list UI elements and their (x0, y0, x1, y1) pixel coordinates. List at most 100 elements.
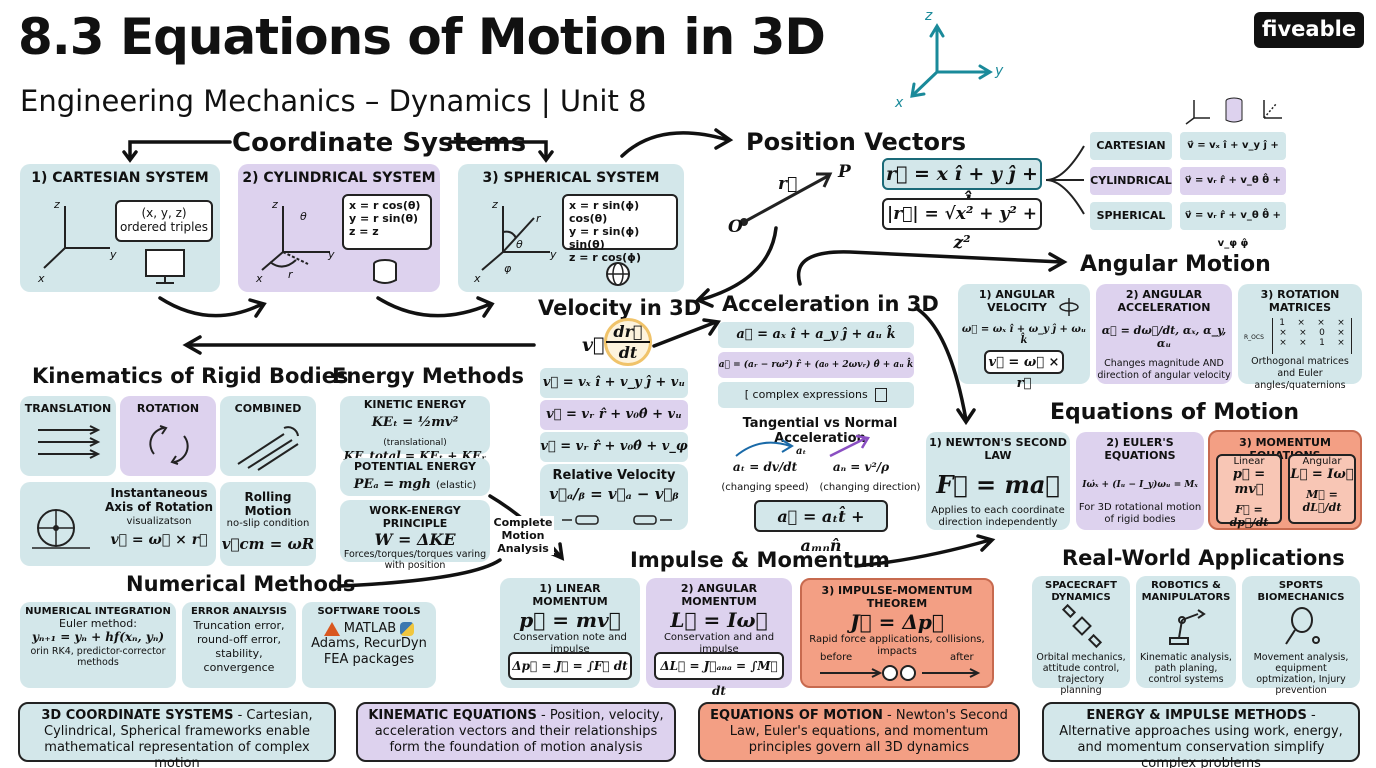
instant-axis-eq: v⃗ = ω⃗ × r⃗ (110, 532, 208, 548)
newton-note: Applies to each coordinate direction ind… (931, 505, 1065, 528)
eom-heading: Equations of Motion (1050, 400, 1300, 425)
newton-title: 1) NEWTON'S SECOND LAW (929, 436, 1067, 462)
spherical-axes-icon (481, 206, 550, 271)
matrix-row: ××0× (1279, 328, 1345, 338)
rotation-matrix-title: 3) ROTATION MATRICES (1260, 288, 1340, 314)
row-label-cylindrical: CYLINDRICAL (1090, 167, 1172, 195)
cyl-ax-theta: θ (300, 210, 307, 223)
instant-axis-card: Instantaneous Axis of Rotation visualiza… (20, 482, 216, 566)
ke1-line: KEₜ = ½mv² (translational) (371, 415, 459, 448)
document-icon (875, 388, 888, 402)
instant-axis-sub: visualizatson (126, 516, 192, 527)
at-eq: aₜ = dv/dt (732, 460, 798, 474)
sph-ax-y: y (550, 248, 557, 261)
impulse-heading: Impulse & Momentum (630, 548, 890, 572)
euler-title: 2) EULER'S EQUATIONS (1104, 436, 1176, 462)
mini-cylinder-icon (1225, 97, 1243, 123)
accel-eq-1: a⃗ = aₓ î + a_y ĵ + aᵤ k̂ (718, 322, 914, 348)
instant-axis-title: Instantaneous Axis of Rotation (104, 486, 214, 514)
position-heading: Position Vectors (746, 128, 967, 156)
velocity-eq-3: v⃗ = vᵣ r̂ + v₀θ̂ + v_φ φ̂ (540, 432, 688, 484)
cylindrical-eqs: x = r cos(θ) y = r sin(θ) z = z (342, 194, 432, 250)
page-subtitle: Engineering Mechanics – Dynamics | Unit … (20, 84, 647, 118)
axis-label-x: x (895, 95, 904, 111)
cyl-ax-x: x (256, 272, 263, 285)
at-vec-label: aₜ (796, 446, 807, 457)
cartesian-note: (x, y, z) ordered triples (115, 200, 213, 242)
row-label-spherical: SPHERICAL (1090, 202, 1172, 230)
position-point: P (838, 162, 851, 182)
rotation-matrix-note: Orthogonal matrices and Euler angles/qua… (1251, 356, 1349, 391)
rotation-matrix-card: 3) ROTATION MATRICES R_OCS 1××× ××0× ××1… (1238, 284, 1362, 391)
app-sports: SPORTS BIOMECHANICS Movement analysis, e… (1242, 576, 1360, 696)
angular-accel-title: 2) ANGULAR ACCELERATION (1117, 288, 1211, 314)
rotation-card: ROTATION (120, 396, 216, 476)
angular-heading: Angular Motion (1080, 252, 1271, 277)
cartesian-title: 1) CARTESIAN SYSTEM (31, 170, 209, 186)
cylindrical-card: 2) CYLINDRICAL SYSTEM x = r cos(θ) y = r… (238, 164, 440, 292)
app-spacecraft: SPACECRAFT DYNAMICS Orbital mechanics, a… (1032, 576, 1130, 696)
work-energy-card: WORK-ENERGY PRINCIPLE W = ΔKE Forces/tor… (340, 500, 490, 571)
angular-accel-card: 2) ANGULAR ACCELERATION α⃗ = dω⃗/dt, αₓ,… (1096, 284, 1232, 384)
momentum-eq-card: 3) MOMENTUM EQUATIONS Linear p⃗ = mv⃗ F⃗… (1208, 430, 1362, 530)
software-tools-card: SOFTWARE TOOLS MATLAB Adams, RecurDyn FE… (302, 602, 436, 688)
cylinder-icon (373, 259, 397, 284)
combined-motion-icon (237, 426, 299, 471)
momentum-linear-box: Linear p⃗ = mv⃗ F⃗ = dp⃗/dt (1216, 454, 1282, 529)
momentum-angular-box: Angular L⃗ = Iω⃗ M⃗ = dL⃗/dt (1288, 454, 1356, 524)
accel-heading: Acceleration in 3D (722, 292, 939, 316)
error-analysis-card: ERROR ANALYSIS Truncation error, round-o… (182, 602, 296, 688)
rotation-matrix: 1××× ××0× ××1× (1272, 318, 1352, 354)
footer-card-eom: EQUATIONS OF MOTION - Newton's Second La… (698, 702, 1020, 762)
sph-ax-z: z (492, 198, 498, 211)
rolling-card: Rolling Motion no-slip condition v⃗cm = … (220, 482, 316, 566)
globe-icon (606, 262, 630, 286)
euler-note: For 3D rotational motion of rigid bodies (1078, 502, 1202, 525)
spherical-card: 3) SPHERICAL SYSTEM x = r sin(ϕ) cos(θ) … (458, 164, 684, 292)
matlab-icon (323, 621, 340, 636)
applications-heading: Real-World Applications (1062, 546, 1345, 570)
position-branch-arrows (1045, 145, 1085, 215)
matrix-row: ××1× (1279, 338, 1345, 348)
cyl-ax-z: z (272, 198, 278, 211)
cylindrical-title: 2) CYLINDRICAL SYSTEM (242, 170, 436, 186)
matrix-row: 1××× (1279, 318, 1345, 328)
analysis-note: Complete Motion Analysis (492, 516, 554, 555)
angular-velocity-boxed: v⃗ = ω⃗ × r⃗ (984, 350, 1064, 391)
rolling-eq: v⃗cm = ωR (221, 535, 315, 553)
satellite-icon (1061, 603, 1103, 649)
cylindrical-axes-icon (261, 206, 330, 271)
newton-eq: F⃗ = ma⃗ (936, 470, 1060, 499)
translation-card: TRANSLATION (20, 396, 116, 476)
cart-ax-z: z (54, 198, 60, 211)
angular-accel-note: Changes magnitude AND direction of angul… (1097, 358, 1231, 381)
velocity-def-num: dr⃗ (606, 322, 650, 343)
brand-logo: fiveable (1254, 12, 1364, 48)
robot-arm-icon (1169, 609, 1206, 645)
page-title: 8.3 Equations of Motion in 3D (18, 8, 826, 66)
cart-ax-x: x (38, 272, 45, 285)
an-eq: aₙ = v²/ρ (832, 460, 890, 474)
rolling-sub: no-slip condition (226, 518, 310, 529)
position-r-label: r⃗ (778, 174, 798, 194)
wheel-icon (32, 509, 90, 549)
car-icon (562, 515, 672, 525)
angular-momentum-card: 2) ANGULAR MOMENTUM L⃗ = Iω⃗ Conservatio… (646, 578, 792, 698)
tn-arrows (735, 434, 871, 458)
mini-cartesian-icon (1185, 100, 1210, 125)
accel-eq-2: a⃗ = (aᵣ − rω²) r̂ + (a₀ + 2ωvᵣ) θ̂ + aᵤ… (718, 352, 914, 378)
velocity-eq-1: v⃗ = vₓ î + v_y ĵ + vᵤ k̂ (540, 368, 688, 420)
position-origin: O (728, 217, 743, 237)
sph-ax-phi: φ (504, 262, 512, 275)
translation-arrows-icon (38, 425, 101, 459)
an-note: (changing direction) (819, 482, 921, 493)
row-eq-cylindrical: v⃗ = vᵣ r̂ + v_θ θ̂ + vᵤ k̂ (1180, 167, 1286, 214)
potential-energy-card: POTENTIAL ENERGY PEₐ = mgh (elastic) (340, 458, 490, 496)
velocity-heading: Velocity in 3D (538, 296, 702, 320)
app-robotics: ROBOTICS & MANIPULATORS Kinematic analys… (1136, 576, 1236, 688)
cyl-ax-r: r (288, 268, 293, 281)
row-eq-spherical: v⃗ = vᵣ r̂ + v_θ θ̂ + v_φ φ̂ (1180, 202, 1286, 249)
angular-velocity-card: 1) ANGULAR VELOCITY ω⃗ = ωₓ î + ω_y ĵ + … (958, 284, 1090, 391)
sph-ax-theta: θ (516, 238, 523, 251)
spherical-eqs: x = r sin(ϕ) cos(θ) y = r sin(ϕ) sin(θ) … (562, 194, 678, 264)
